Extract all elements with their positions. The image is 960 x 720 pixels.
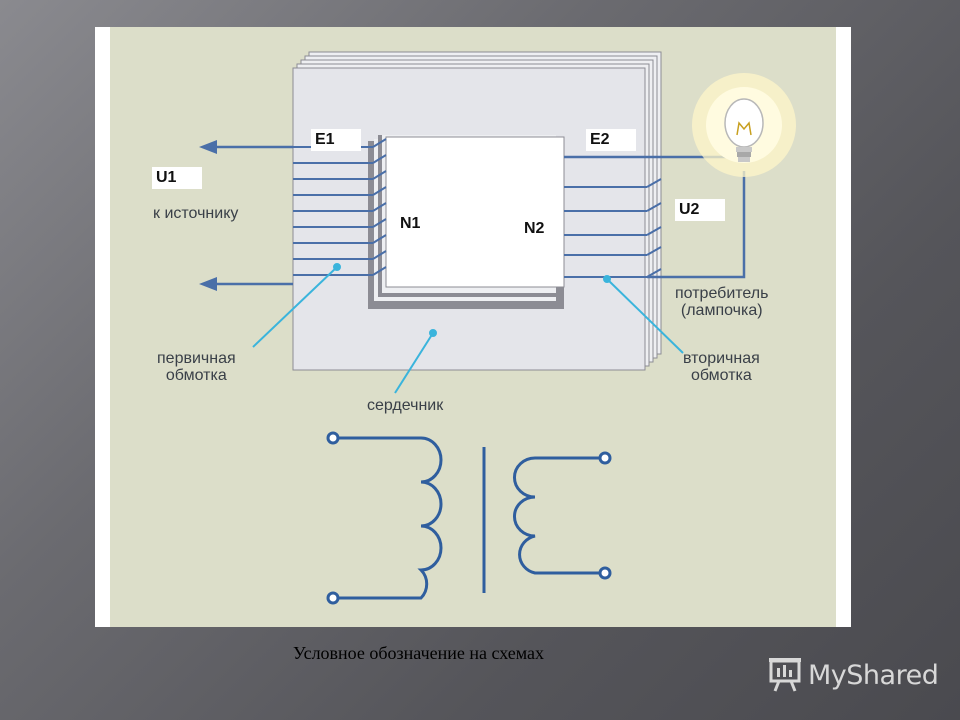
pointer-lines [252, 263, 684, 394]
primary-winding-line-2: обмотка [165, 367, 227, 384]
secondary-winding-line-1: вторичная [683, 350, 760, 367]
primary-winding-line-1: первичная [157, 350, 236, 367]
u2-label: U2 [675, 199, 725, 221]
consumer-line-1: потребитель [675, 285, 769, 302]
presentation-board-icon [769, 658, 801, 692]
myshared-logo: MyShared [768, 656, 939, 694]
transformer-diagram [199, 51, 796, 605]
slide-caption: Условное обозначение на схемах [293, 643, 545, 663]
source-leads [199, 140, 293, 291]
primary-winding [293, 138, 387, 276]
n2-label: N2 [520, 215, 554, 243]
slide-image-frame: E1 E2 U1 U2 N1 N2 к источнику первичная … [95, 27, 851, 627]
secondary-winding-label: вторичная обмотка [683, 350, 760, 384]
logo-text: MyShared [808, 659, 939, 691]
transformer-schematic-symbol [326, 431, 612, 605]
consumer-line-2: (лампочка) [680, 302, 763, 319]
n1-label: N1 [396, 210, 430, 238]
primary-winding-label: первичная обмотка [157, 350, 236, 384]
light-bulb-icon [692, 73, 796, 177]
secondary-winding [564, 178, 662, 278]
core-label: сердечник [367, 397, 444, 414]
e1-label: E1 [311, 129, 361, 151]
to-source-label: к источнику [153, 205, 239, 222]
consumer-label: потребитель (лампочка) [675, 285, 768, 319]
transformer-core [292, 51, 662, 371]
secondary-winding-line-2: обмотка [690, 367, 752, 384]
u1-label: U1 [152, 167, 202, 189]
e2-label: E2 [586, 129, 636, 151]
